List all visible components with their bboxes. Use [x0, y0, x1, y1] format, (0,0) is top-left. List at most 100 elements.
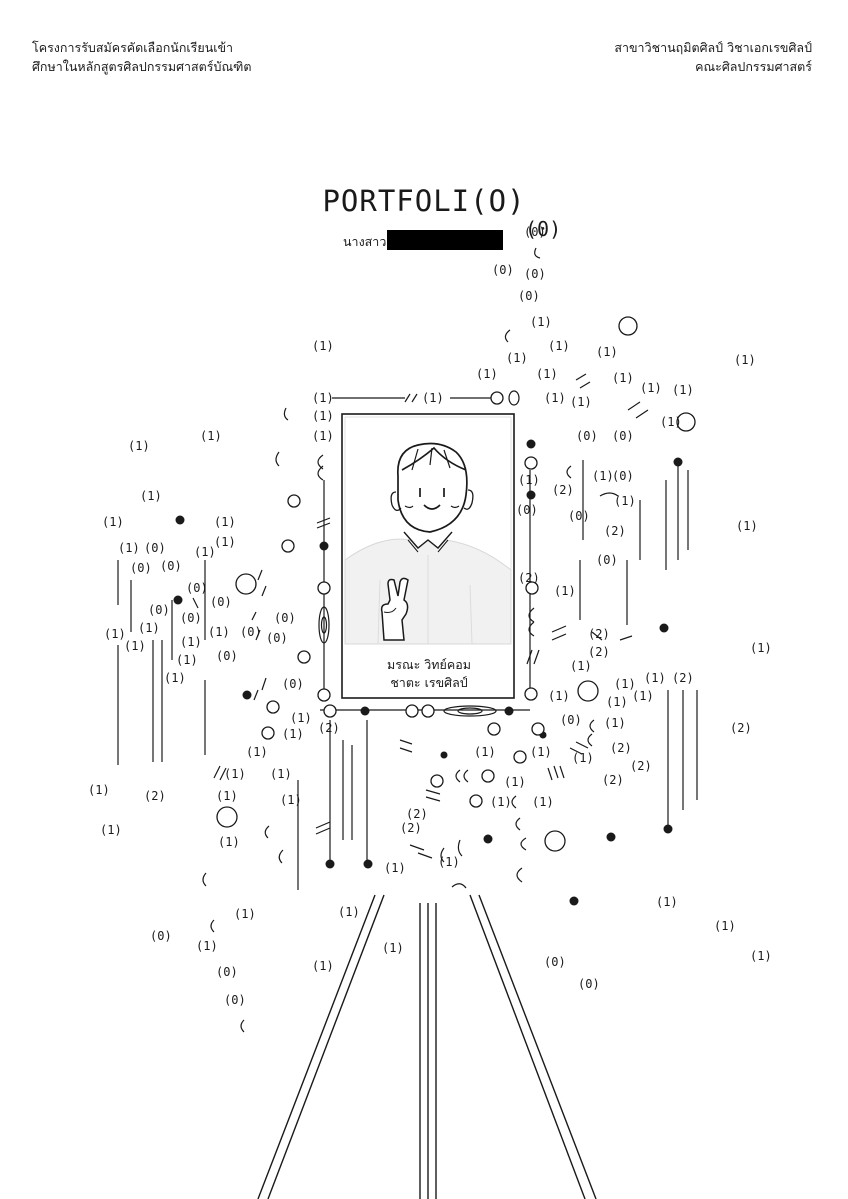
scatter-label: (0) — [524, 225, 546, 239]
scatter-label: (1) — [548, 339, 570, 353]
ellipses — [318, 390, 520, 717]
header-faculty: สาขาวิชานฤมิตศิลป์ วิชาเอกเรขศิลป์ คณะศิ… — [614, 38, 812, 76]
name-prefix: นางสาว — [343, 234, 387, 249]
scatter-label: (0) — [596, 553, 618, 567]
scatter-label: (1) — [214, 535, 236, 549]
scatter-label: (1) — [270, 767, 292, 781]
marks — [192, 247, 649, 1033]
scatter-label: (0) — [216, 965, 238, 979]
scatter-label: (2) — [318, 721, 340, 735]
collar-shape — [403, 531, 453, 549]
scatter-label: (1) — [476, 367, 498, 381]
name-redaction-bar — [387, 230, 503, 250]
scatter-label: (1) — [214, 515, 236, 529]
scatter-label: (1) — [180, 635, 202, 649]
scatter-label: (1) — [530, 745, 552, 759]
header-faculty-line1: สาขาวิชานฤมิตศิลป์ วิชาเอกเรขศิลป์ — [614, 40, 812, 55]
scatter-label: (0) — [612, 469, 634, 483]
scatter-label: (2) — [602, 773, 624, 787]
scatter-labels: (0)(0)(0)(0)(1)(1)(1)(1)(1)(1)(1)(1)(1)(… — [88, 217, 772, 1007]
scatter-label: (2) — [672, 671, 694, 685]
page-title: PORTFOLI(O) — [322, 184, 526, 218]
scatter-label: (1) — [224, 767, 246, 781]
scatter-label: (2) — [630, 759, 652, 773]
scatter-label: (0) — [240, 625, 262, 639]
scatter-label: (0) — [210, 595, 232, 609]
scatter-label: (0) — [282, 677, 304, 691]
scatter-label: (1) — [554, 584, 576, 598]
scatter-label: (1) — [290, 711, 312, 725]
scatter-label: (1) — [88, 783, 110, 797]
scatter-label: (0) — [180, 611, 202, 625]
scatter-label: (1) — [140, 489, 162, 503]
portrait-caption-line2: ชาตะ เรขศิลป์ — [390, 675, 468, 690]
scatter-label: (1) — [614, 494, 636, 508]
scatter-label: (0) — [576, 429, 598, 443]
scatter-label: (1) — [382, 941, 404, 955]
scatter-label: (1) — [164, 671, 186, 685]
scatter-label: (1) — [714, 919, 736, 933]
scatter-label: (1) — [570, 395, 592, 409]
header-program-line2: ศึกษาในหลักสูตรศิลปกรรมศาสตร์บัณฑิต — [32, 59, 252, 74]
scatter-label: (1) — [544, 391, 566, 405]
scatter-label: (1) — [518, 473, 540, 487]
scatter-label: (1) — [194, 545, 216, 559]
scatter-label: (1) — [536, 367, 558, 381]
scatter-label: (1) — [592, 469, 614, 483]
scatter-label: (2) — [406, 807, 428, 821]
scatter-label: (1) — [660, 415, 682, 429]
scatter-label: (1) — [312, 959, 334, 973]
scatter-label: (0) — [160, 559, 182, 573]
scatter-label: (2) — [588, 645, 610, 659]
scatter-label: (1) — [176, 653, 198, 667]
scatter-label: (1) — [102, 515, 124, 529]
title-suffix-label: (0) — [525, 217, 561, 241]
hollow-circles — [216, 316, 696, 852]
scatter-label: (1) — [532, 795, 554, 809]
header-program-line1: โครงการรับสมัครคัดเลือกนักเรียนเข้า — [32, 40, 234, 55]
scatter-label: (1) — [338, 905, 360, 919]
scatter-label: (0) — [216, 649, 238, 663]
scatter-label: (1) — [234, 907, 256, 921]
filled-dots — [173, 439, 683, 906]
scatter-label: (1) — [736, 519, 758, 533]
scatter-label: (2) — [552, 483, 574, 497]
scatter-label: (1) — [656, 895, 678, 909]
scatter-label: (0) — [518, 289, 540, 303]
peace-hand-icon — [380, 577, 409, 641]
scatter-label: (0) — [150, 929, 172, 943]
scatter-label: (0) — [612, 429, 634, 443]
scatter-label: (1) — [208, 625, 230, 639]
scatter-label: (2) — [730, 721, 752, 735]
scatter-label: (2) — [588, 627, 610, 641]
scatter-label: (1) — [118, 541, 140, 555]
scatter-label: (0) — [224, 993, 246, 1007]
scatter-label: (1) — [570, 659, 592, 673]
scatter-label: (0) — [144, 541, 166, 555]
scatter-label: (1) — [312, 429, 334, 443]
scatter-label: (0) — [516, 503, 538, 517]
portrait-caption-line1: มรณะ วิทย์คอม — [387, 657, 471, 672]
scatter-label: (1) — [640, 381, 662, 395]
scatter-label: (1) — [612, 371, 634, 385]
scatter-label: (1) — [530, 315, 552, 329]
scatter-label: (1) — [750, 641, 772, 655]
scatter-label: (1) — [506, 351, 528, 365]
scatter-label: (0) — [266, 631, 288, 645]
scatter-label: (1) — [104, 627, 126, 641]
scatter-label: (2) — [610, 741, 632, 755]
scatter-label: (1) — [312, 409, 334, 423]
scatter-label: (1) — [312, 339, 334, 353]
scatter-label: (1) — [572, 751, 594, 765]
scatter-label: (0) — [274, 611, 296, 625]
scatter-label: (0) — [568, 509, 590, 523]
scatter-label: (1) — [504, 775, 526, 789]
scatter-label: (0) — [492, 263, 514, 277]
scatter-label: (1) — [312, 391, 334, 405]
scatter-label: (0) — [544, 955, 566, 969]
scatter-label: (0) — [148, 603, 170, 617]
portrait-frame — [341, 413, 515, 699]
easel — [257, 894, 597, 1199]
scatter-label: (2) — [144, 789, 166, 803]
drip-lines — [117, 460, 698, 890]
